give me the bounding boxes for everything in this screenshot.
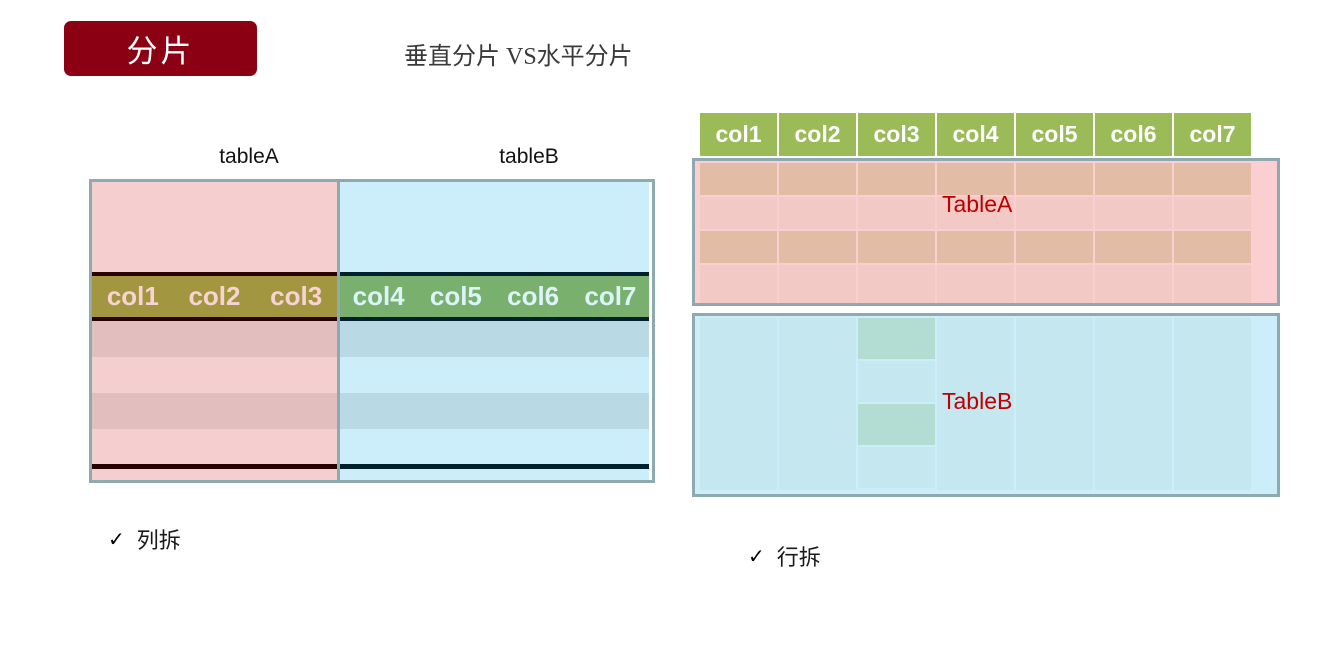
grid-column — [858, 163, 935, 303]
grid-cell — [700, 318, 777, 490]
grid-cell — [1095, 265, 1172, 303]
vertical-shard-pane-b: col4 col5 col6 col7 — [340, 182, 649, 480]
vertical-shard-band-a: col1 col2 col3 — [92, 272, 337, 321]
grid-cell — [700, 231, 777, 263]
column-label-col6: col6 — [507, 281, 560, 311]
grid-cell — [858, 404, 935, 445]
column-label-col7: col7 — [584, 281, 637, 311]
grid-column — [858, 318, 935, 490]
column-label-col1: col1 — [106, 281, 159, 311]
vertical-shard-box: col1 col2 col3 col4 col5 col6 col7 — [89, 179, 655, 483]
check-icon: ✓ — [748, 545, 765, 568]
header-cell-col4: col4 — [937, 113, 1014, 156]
grid-column — [779, 318, 856, 490]
grid-column — [779, 163, 856, 303]
grid-cell — [1016, 231, 1093, 263]
grid-cell — [779, 231, 856, 263]
check-icon: ✓ — [108, 528, 125, 551]
column-label-col2: col2 — [188, 281, 241, 311]
grid-cell — [937, 318, 1014, 490]
grid-cell — [1174, 318, 1251, 490]
grid-cell — [1016, 318, 1093, 490]
grid-cell — [858, 361, 935, 402]
shard-b-label: TableB — [942, 388, 1013, 414]
header-cell-col3: col3 — [858, 113, 935, 156]
vertical-shard-band-b: col4 col5 col6 col7 — [340, 272, 649, 321]
grid-column — [1174, 163, 1251, 303]
grid-cell — [1095, 318, 1172, 490]
bullet-row-split-label: 行拆 — [776, 545, 821, 570]
column-label-col4: col4 — [352, 281, 405, 311]
grid-column — [1016, 163, 1093, 303]
grid-cell — [700, 265, 777, 303]
row-stripe — [92, 321, 337, 357]
header-cell-col6: col6 — [1095, 113, 1172, 156]
header-cell-col5: col5 — [1016, 113, 1093, 156]
shard-b-grid — [700, 318, 1251, 490]
grid-cell — [858, 197, 935, 229]
grid-cell — [858, 231, 935, 263]
grid-cell — [937, 231, 1014, 263]
grid-cell — [1095, 197, 1172, 229]
grid-cell — [937, 163, 1014, 195]
row-stripe — [92, 357, 337, 393]
slide-subtitle: 垂直分片 VS水平分片 — [404, 44, 633, 70]
row-stripe — [340, 357, 649, 393]
grid-column — [937, 318, 1014, 490]
grid-column — [1016, 318, 1093, 490]
row-stripe — [92, 393, 337, 429]
row-stripe — [340, 321, 649, 357]
grid-cell — [937, 265, 1014, 303]
grid-cell — [858, 163, 935, 195]
horizontal-shard-a-box — [692, 158, 1280, 306]
grid-cell — [1174, 231, 1251, 263]
grid-column — [1095, 163, 1172, 303]
horizontal-shard-header-row: col1 col2 col3 col4 col5 col6 col7 — [700, 113, 1251, 156]
grid-cell — [1174, 163, 1251, 195]
shard-a-label: TableA — [942, 191, 1013, 217]
grid-cell — [858, 447, 935, 488]
pane-a-bottom-rule — [92, 464, 337, 469]
header-cell-col2: col2 — [779, 113, 856, 156]
horizontal-shard-b-box — [692, 313, 1280, 497]
bullet-row-split: ✓ 行拆 — [748, 540, 821, 572]
grid-cell — [1016, 265, 1093, 303]
pane-b-bottom-rule — [340, 464, 649, 469]
title-badge: 分片 — [64, 21, 257, 76]
grid-cell — [1016, 163, 1093, 195]
grid-cell — [1174, 197, 1251, 229]
grid-cell — [858, 265, 935, 303]
bullet-column-split-label: 列拆 — [136, 528, 181, 553]
vertical-shard-pane-a: col1 col2 col3 — [92, 182, 340, 480]
grid-cell — [1016, 197, 1093, 229]
grid-cell — [700, 163, 777, 195]
grid-cell — [779, 318, 856, 490]
grid-column — [1174, 318, 1251, 490]
grid-cell — [779, 163, 856, 195]
title-badge-label: 分片 — [126, 34, 195, 69]
bullet-column-split: ✓ 列拆 — [108, 523, 181, 555]
grid-cell — [779, 197, 856, 229]
grid-cell — [858, 318, 935, 359]
column-label-col5: col5 — [429, 281, 482, 311]
row-stripe — [92, 429, 337, 469]
grid-cell — [1174, 265, 1251, 303]
caption-table-b: tableB — [499, 145, 559, 168]
header-cell-col7: col7 — [1174, 113, 1251, 156]
row-stripe — [340, 429, 649, 469]
grid-cell — [1095, 163, 1172, 195]
column-label-col3: col3 — [270, 281, 323, 311]
grid-cell — [1095, 231, 1172, 263]
row-stripe — [340, 393, 649, 429]
grid-column — [937, 163, 1014, 303]
grid-column — [1095, 318, 1172, 490]
shard-a-grid — [700, 163, 1251, 303]
grid-cell — [700, 197, 777, 229]
caption-table-a: tableA — [219, 145, 279, 168]
grid-column — [700, 318, 777, 490]
grid-column — [700, 163, 777, 303]
grid-cell — [779, 265, 856, 303]
grid-cell — [937, 197, 1014, 229]
header-cell-col1: col1 — [700, 113, 777, 156]
